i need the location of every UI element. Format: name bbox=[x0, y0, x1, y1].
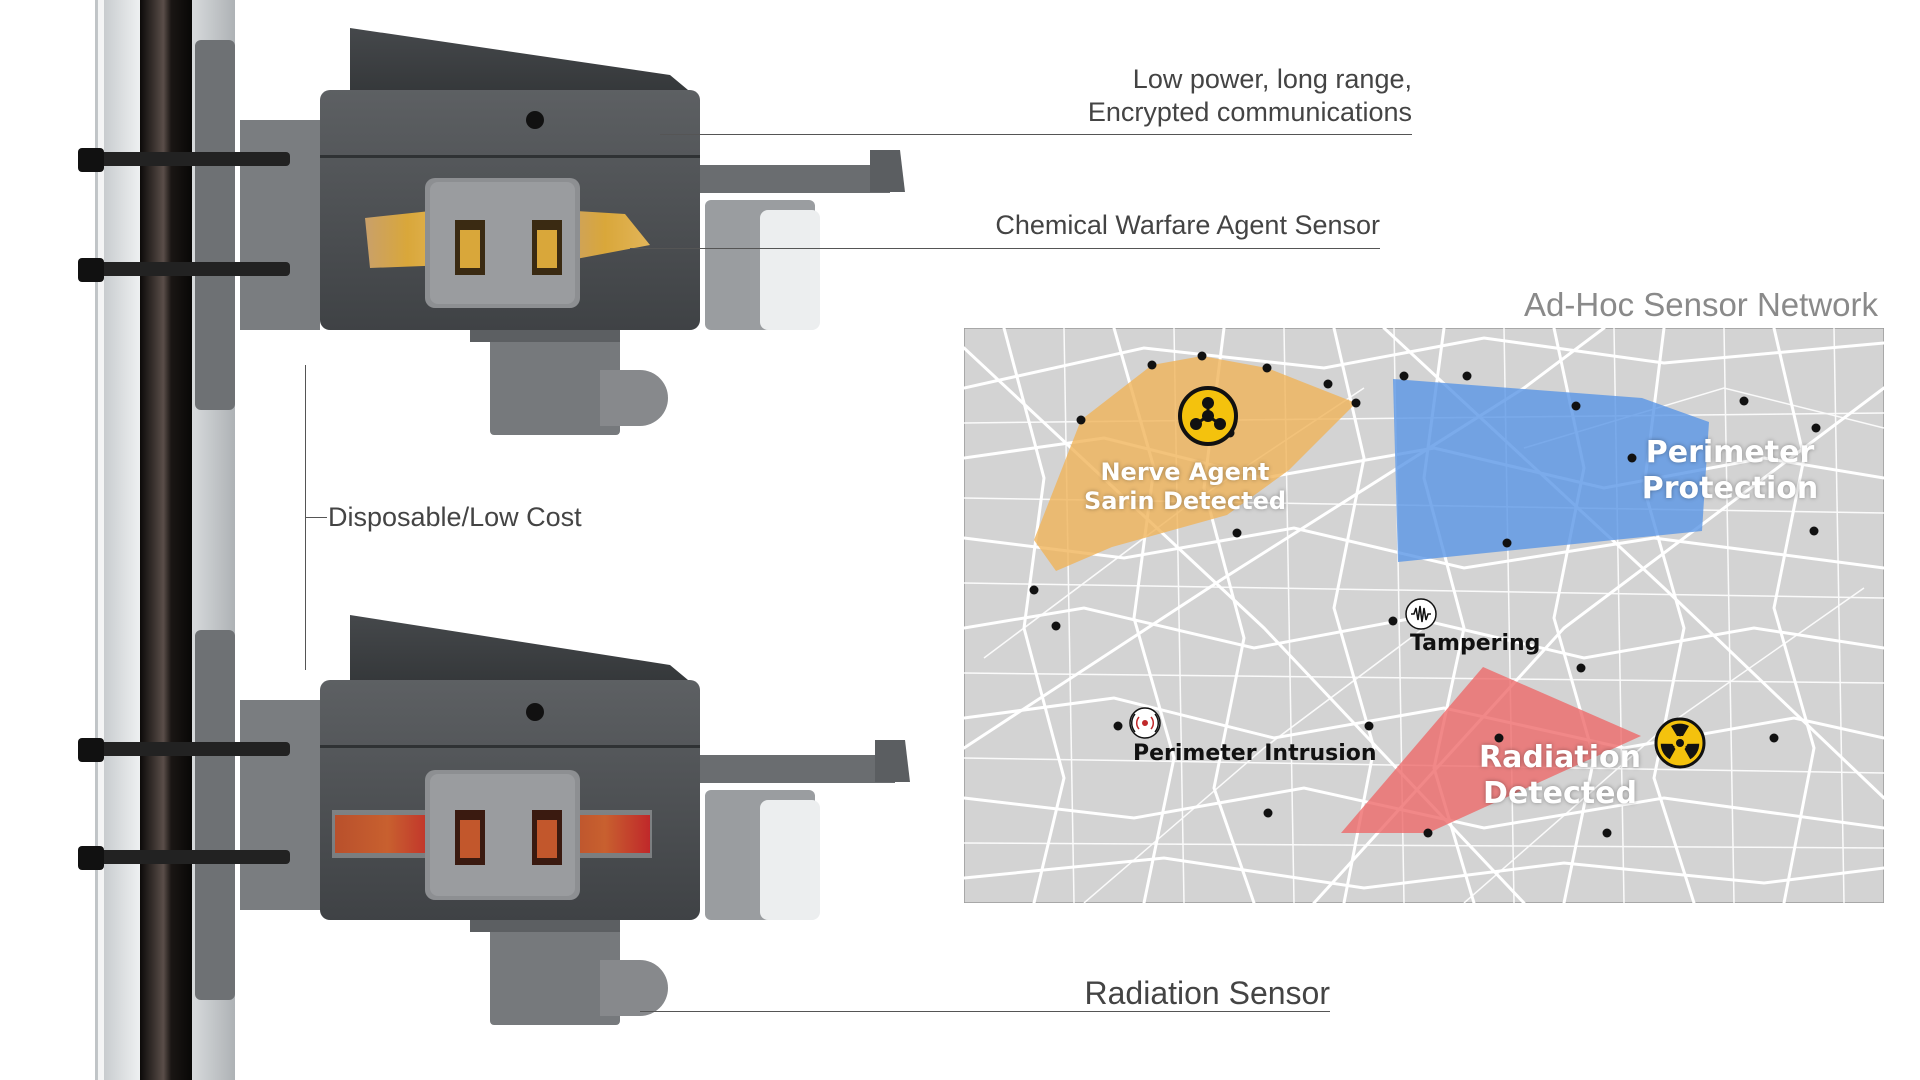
radiation-sensor-callout: Radiation Sensor bbox=[1084, 975, 1330, 1011]
sensor-device-top bbox=[78, 28, 905, 435]
radiation-zone bbox=[1341, 667, 1641, 833]
sensor-node bbox=[1627, 453, 1637, 463]
comms-callout-line2: Encrypted communications bbox=[1087, 97, 1412, 127]
sensor-node bbox=[1571, 401, 1581, 411]
radiation-detected-label: Radiation Detected bbox=[1460, 740, 1660, 812]
sensor-node bbox=[1423, 828, 1433, 838]
perimeter-protection-label-line2: Protection bbox=[1641, 471, 1819, 506]
perimeter-protection-zone bbox=[1393, 379, 1709, 562]
comms-callout-leader bbox=[660, 134, 1412, 135]
sensor-node bbox=[1502, 538, 1512, 548]
nerve-agent-zone bbox=[1034, 356, 1356, 571]
chemical-sensor-callout: Chemical Warfare Agent Sensor bbox=[995, 210, 1380, 240]
radiation-detected-label-line1: Radiation bbox=[1479, 740, 1641, 775]
sensor-device-bottom bbox=[78, 615, 910, 1025]
signal-icon bbox=[1129, 707, 1161, 739]
sensor-node bbox=[1494, 733, 1504, 743]
sensor-node bbox=[1263, 808, 1273, 818]
sensor-node bbox=[1388, 616, 1398, 626]
nerve-agent-label-line2: Sarin Detected bbox=[1083, 486, 1287, 515]
nerve-agent-label: Nerve Agent Sarin Detected bbox=[1080, 458, 1290, 516]
sensor-node bbox=[1323, 379, 1333, 389]
sensor-node bbox=[1576, 663, 1586, 673]
sensor-node bbox=[1399, 371, 1409, 381]
sensor-network-map bbox=[964, 328, 1884, 903]
comms-callout-line1: Low power, long range, bbox=[1132, 64, 1412, 94]
sensor-node bbox=[1029, 585, 1039, 595]
chemical-hazard-icon bbox=[1178, 386, 1238, 446]
sensor-node bbox=[1364, 721, 1374, 731]
sensor-nodes bbox=[1029, 351, 1821, 838]
sensor-node bbox=[1811, 423, 1821, 433]
nerve-agent-label-line1: Nerve Agent bbox=[1100, 458, 1270, 486]
sensor-node bbox=[1197, 351, 1207, 361]
network-title: Ad-Hoc Sensor Network bbox=[1524, 286, 1878, 323]
sensor-node bbox=[1076, 415, 1086, 425]
chemical-sensor-leader bbox=[630, 248, 1380, 249]
sensor-node bbox=[1113, 721, 1123, 731]
tampering-label: Tampering bbox=[1410, 631, 1541, 656]
vibration-icon bbox=[1405, 598, 1437, 630]
perimeter-protection-label: Perimeter Protection bbox=[1620, 435, 1840, 507]
sensor-node bbox=[1602, 828, 1612, 838]
sensor-node bbox=[1262, 363, 1272, 373]
disposable-callout: Disposable/Low Cost bbox=[328, 502, 582, 532]
sensor-node bbox=[1462, 371, 1472, 381]
sensor-node bbox=[1051, 621, 1061, 631]
sensor-node bbox=[1809, 526, 1819, 536]
disposable-bracket-tick bbox=[305, 517, 327, 518]
perimeter-protection-label-line1: Perimeter bbox=[1645, 435, 1815, 470]
sensor-node bbox=[1351, 398, 1361, 408]
radiation-sensor-leader bbox=[640, 1011, 1330, 1012]
sensor-devices-illustration bbox=[78, 0, 910, 1080]
radiation-icon bbox=[1654, 717, 1706, 769]
perimeter-intrusion-label: Perimeter Intrusion bbox=[1133, 741, 1377, 766]
sensor-node bbox=[1769, 733, 1779, 743]
sensor-node bbox=[1232, 528, 1242, 538]
sensor-node bbox=[1739, 396, 1749, 406]
radiation-detected-label-line2: Detected bbox=[1483, 776, 1637, 811]
sensor-node bbox=[1147, 360, 1157, 370]
